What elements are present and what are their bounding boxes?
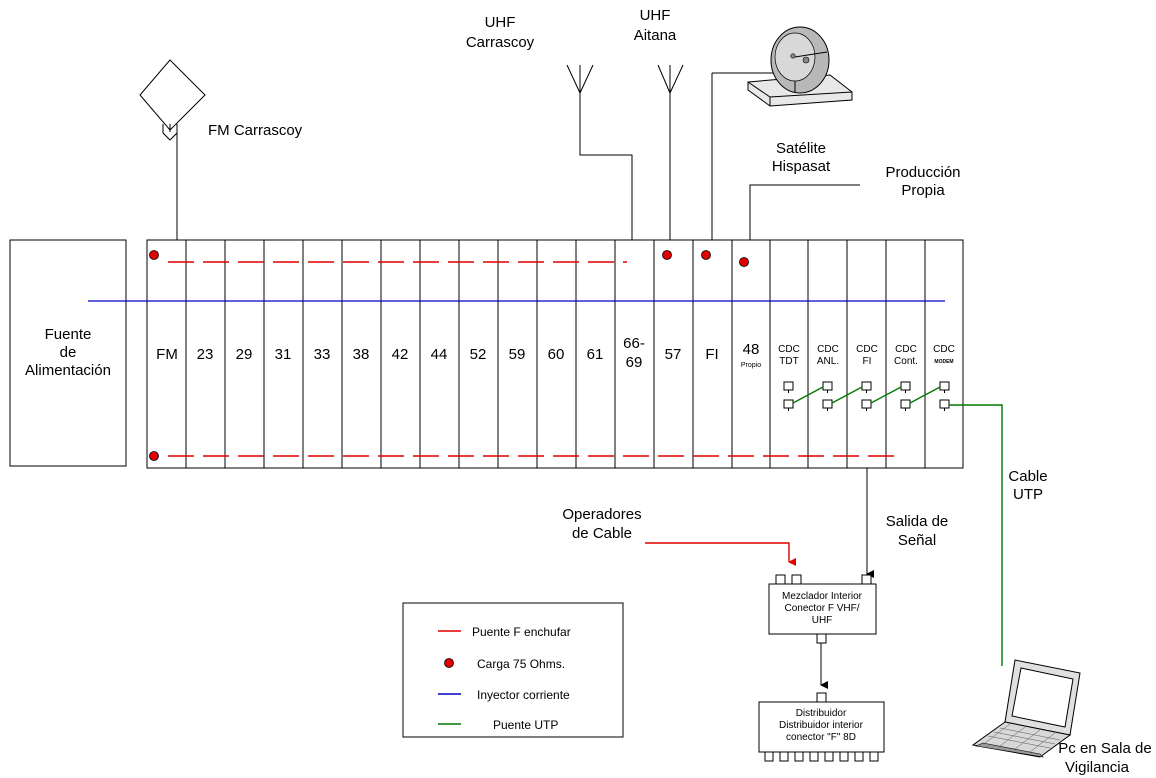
utp-cable-line: [949, 404, 1003, 666]
load-75-ohm: [701, 250, 711, 260]
load-75-ohm: [149, 451, 159, 461]
legend-swatch-load: [444, 658, 454, 668]
mixer-label-1: Mezclador Interior: [782, 591, 863, 602]
module-label: 61: [587, 346, 604, 363]
satellite-label-2: Hispasat: [772, 158, 831, 175]
signal-output-label-2: Señal: [898, 532, 936, 549]
module-sublabel: Propio: [741, 362, 761, 369]
mixer-label-2: Conector F VHF/: [784, 603, 859, 614]
own-production-label-1: Producción: [885, 164, 960, 181]
rj45-ports: [783, 381, 950, 411]
cable-operators-label-1: Operadores: [562, 506, 641, 523]
utp-cable-label-2: UTP: [1013, 486, 1043, 503]
legend-label: Inyector corriente: [477, 688, 570, 702]
signal-output-label-1: Salida de: [886, 513, 949, 530]
cdc-module-sublabel: FI: [863, 356, 872, 367]
module-rack: [146, 239, 964, 469]
module-label: 57: [665, 346, 682, 363]
module-label: 69: [626, 354, 643, 371]
cdc-module-label: CDC: [817, 344, 839, 355]
cdc-module-label: CDC: [933, 344, 955, 355]
mixer-box: [768, 574, 877, 644]
laptop-icon: [971, 659, 1081, 758]
distributor-label-1: Distribuidor: [796, 708, 847, 719]
uhf-carrascoy-label-1: UHF: [485, 14, 516, 31]
uhf-aitana-label-2: Aitana: [634, 27, 677, 44]
pc-label-1: Pc en Sala de: [1058, 740, 1151, 757]
cdc-module-sublabel: TDT: [779, 356, 798, 367]
load-75-ohm: [662, 250, 672, 260]
legend-label: Carga 75 Ohms.: [477, 657, 565, 671]
cable-operators-arrow: [645, 542, 796, 566]
module-label: FM: [156, 346, 178, 363]
module-label: 38: [353, 346, 370, 363]
module-label: 52: [470, 346, 487, 363]
module-label: 60: [548, 346, 565, 363]
module-label: 44: [431, 346, 448, 363]
power-supply-box: [9, 239, 127, 467]
power-supply-label-3: Alimentación: [25, 362, 111, 379]
cdc-module-sublabel: MODEM: [934, 359, 953, 365]
satellite-label-1: Satélite: [776, 140, 826, 157]
load-75-ohm: [739, 257, 749, 267]
module-label: 42: [392, 346, 409, 363]
module-label: 66-: [623, 335, 645, 352]
distributor-label-2: Distribuidor interior: [779, 720, 864, 731]
load-75-ohm: [149, 250, 159, 260]
legend-label: Puente UTP: [493, 718, 558, 732]
mixer-label-3: UHF: [812, 615, 833, 626]
distributor-label-3: conector "F" 8D: [786, 732, 856, 743]
module-label: 23: [197, 346, 214, 363]
own-production-label-2: Propia: [901, 182, 945, 199]
distributor-box: [758, 692, 885, 762]
own-production-link: [749, 184, 860, 240]
cable-operators-label-2: de Cable: [572, 525, 632, 542]
uhf-aitana-antenna-icon: [657, 64, 684, 240]
legend: Puente F enchufar Carga 75 Ohms. Inyecto…: [402, 602, 624, 738]
cdc-module-label: CDC: [778, 344, 800, 355]
module-label: 48: [743, 341, 760, 358]
module-label: 33: [314, 346, 331, 363]
utp-bridges: [792, 386, 941, 404]
cdc-module-label: CDC: [895, 344, 917, 355]
uhf-carrascoy-label-2: Carrascoy: [466, 34, 535, 51]
module-label: 59: [509, 346, 526, 363]
fm-antenna-icon: [139, 59, 206, 240]
power-supply-label-2: de: [60, 344, 77, 361]
module-label: FI: [705, 346, 718, 363]
module-label: 29: [236, 346, 253, 363]
satellite-dish-icon: [711, 26, 853, 240]
module-label: 31: [275, 346, 292, 363]
uhf-aitana-label-1: UHF: [640, 7, 671, 24]
power-supply-label-1: Fuente: [45, 326, 92, 343]
legend-label: Puente F enchufar: [472, 625, 571, 639]
cdc-module-sublabel: ANL.: [817, 356, 839, 367]
utp-cable-label-1: Cable: [1008, 468, 1047, 485]
fm-antenna-label: FM Carrascoy: [208, 122, 303, 139]
cdc-module-sublabel: Cont.: [894, 356, 918, 367]
uhf-carrascoy-antenna-icon: [566, 64, 633, 240]
pc-label-2: Vigilancia: [1065, 759, 1130, 776]
cdc-module-label: CDC: [856, 344, 878, 355]
